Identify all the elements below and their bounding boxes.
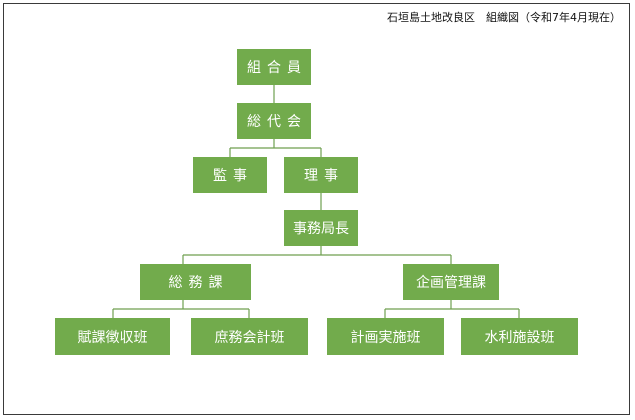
node-general-affairs-section: 総務課 [140, 264, 251, 300]
node-secretary-general: 事務局長 [284, 210, 358, 246]
diagram-caption: 石垣島土地改良区 組織図（令和7年4月現在） [387, 11, 621, 24]
node-levy-collection-team: 賦課徴収班 [55, 318, 170, 355]
node-planning-implementation-team: 計画実施班 [327, 318, 444, 355]
node-delegates-assembly: 総代会 [237, 103, 311, 139]
node-auditor: 監事 [193, 157, 267, 193]
node-kumiai-members: 組合員 [237, 49, 311, 85]
node-water-facilities-team: 水利施設班 [461, 318, 578, 355]
node-general-accounting-team: 庶務会計班 [191, 318, 308, 355]
node-director: 理事 [284, 157, 358, 193]
node-planning-management-section: 企画管理課 [403, 264, 499, 300]
